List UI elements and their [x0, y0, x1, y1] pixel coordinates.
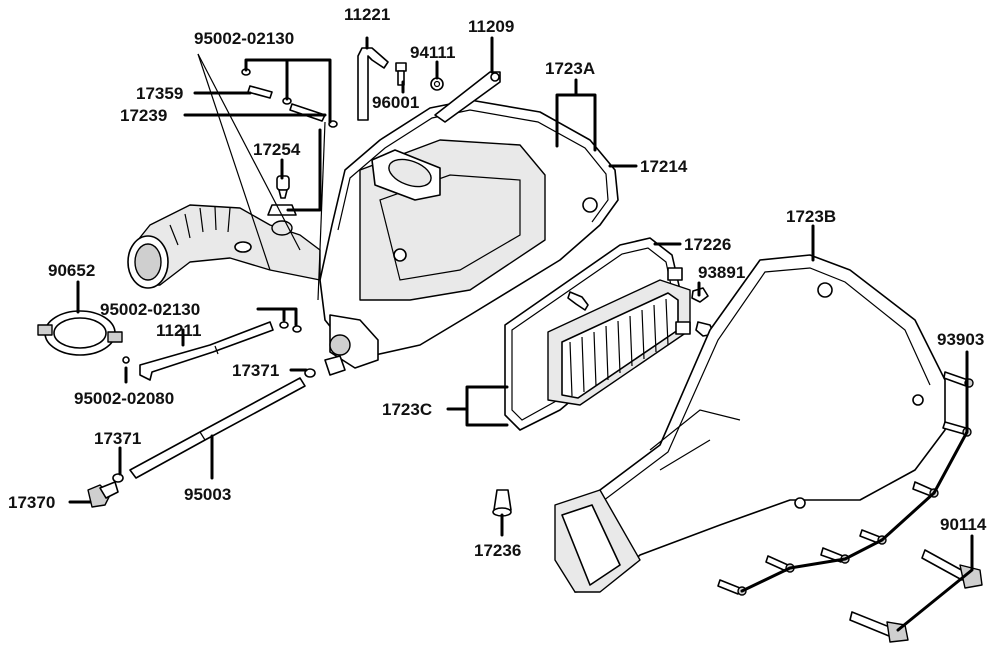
intake-duct — [127, 204, 321, 289]
label-1723C: 1723C — [382, 400, 432, 419]
label-96001: 96001 — [372, 93, 419, 112]
label-93891: 93891 — [698, 263, 745, 282]
label-17371-b: 17371 — [94, 429, 141, 448]
plug-17370 — [87, 481, 119, 508]
cover-1723B — [554, 254, 946, 593]
bracket-11209 — [434, 71, 501, 123]
hose-11211 — [139, 321, 274, 381]
leader-lines — [68, 36, 974, 632]
filter-element-1723C — [547, 267, 691, 406]
label-11211: 11211 — [156, 321, 201, 340]
label-94111: 94111 — [410, 43, 455, 62]
label-90652: 90652 — [48, 261, 95, 280]
label-17371-a: 17371 — [232, 361, 279, 380]
label-90114: 90114 — [940, 515, 987, 534]
label-95002-02130-top: 95002-02130 — [194, 29, 294, 48]
label-95002-02130-mid: 95002-02130 — [100, 300, 200, 319]
label-11221: 11221 — [344, 5, 390, 24]
air-cleaner-case — [319, 99, 619, 376]
clips-hoses-top — [241, 68, 338, 128]
label-17254: 17254 — [253, 140, 301, 159]
clamp-90652 — [37, 310, 123, 356]
hose-95003 — [129, 377, 306, 479]
breather-tube-11221 — [357, 47, 389, 121]
label-17239: 17239 — [120, 106, 167, 125]
clips-middle — [112, 321, 316, 483]
bolts-90114 — [849, 549, 983, 643]
label-11209: 11209 — [468, 17, 514, 36]
label-17359: 17359 — [136, 84, 183, 103]
label-17236: 17236 — [474, 541, 521, 560]
label-95003: 95003 — [184, 485, 231, 504]
label-1723A: 1723A — [545, 59, 595, 78]
label-17226: 17226 — [684, 235, 731, 254]
grommet-17254 — [267, 175, 297, 236]
label-17370: 17370 — [8, 493, 55, 512]
label-1723B: 1723B — [786, 207, 836, 226]
washer-94111 — [430, 77, 444, 91]
label-95002-02080: 95002-02080 — [74, 389, 174, 408]
bolt-96001 — [395, 62, 407, 86]
pin-17236 — [492, 489, 512, 517]
part-labels: 95002-02130 11221 11209 94111 96001 1723… — [8, 5, 987, 560]
label-17214: 17214 — [640, 157, 688, 176]
label-93903: 93903 — [937, 330, 984, 349]
